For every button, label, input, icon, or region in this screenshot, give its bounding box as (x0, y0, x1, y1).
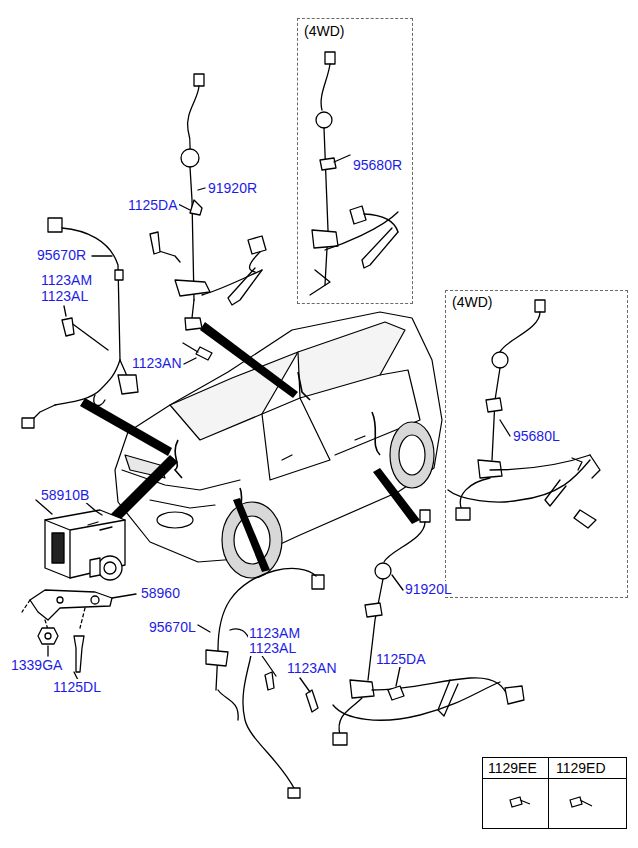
callout-number: 1125DA (127, 197, 179, 213)
option-group-box: (4WD) 95680R (297, 18, 413, 304)
callout-number: 91920L (404, 581, 453, 597)
option-group-box: (4WD) 95680L (445, 290, 628, 598)
group-heading: (4WD) (451, 294, 493, 310)
callout-number: 1125DL (52, 679, 102, 695)
callout-number: 1339GA (10, 657, 63, 673)
callout-number: 58910B (40, 487, 90, 503)
callout-number: 58960 (140, 585, 181, 601)
callout-number: 91920R (207, 180, 258, 196)
callout-number: 1123AM (248, 625, 301, 641)
part-number: 95680R (352, 157, 403, 173)
callout-number: 1123AN (131, 355, 183, 371)
callout-number: 1123AL (40, 288, 89, 304)
table-cell: 1129ED (555, 760, 607, 776)
group-heading: (4WD) (303, 23, 345, 39)
table-cell: 1129EE (487, 760, 538, 776)
callout-number: 95670R (36, 247, 87, 263)
callout-number: 1123AM (40, 272, 93, 288)
callout-number: 1123AN (286, 660, 338, 676)
callout-number: 95670L (148, 619, 197, 635)
part-number: 95680L (512, 428, 561, 444)
callout-number: 1125DA (375, 651, 427, 667)
callout-number: 1123AL (248, 640, 297, 656)
